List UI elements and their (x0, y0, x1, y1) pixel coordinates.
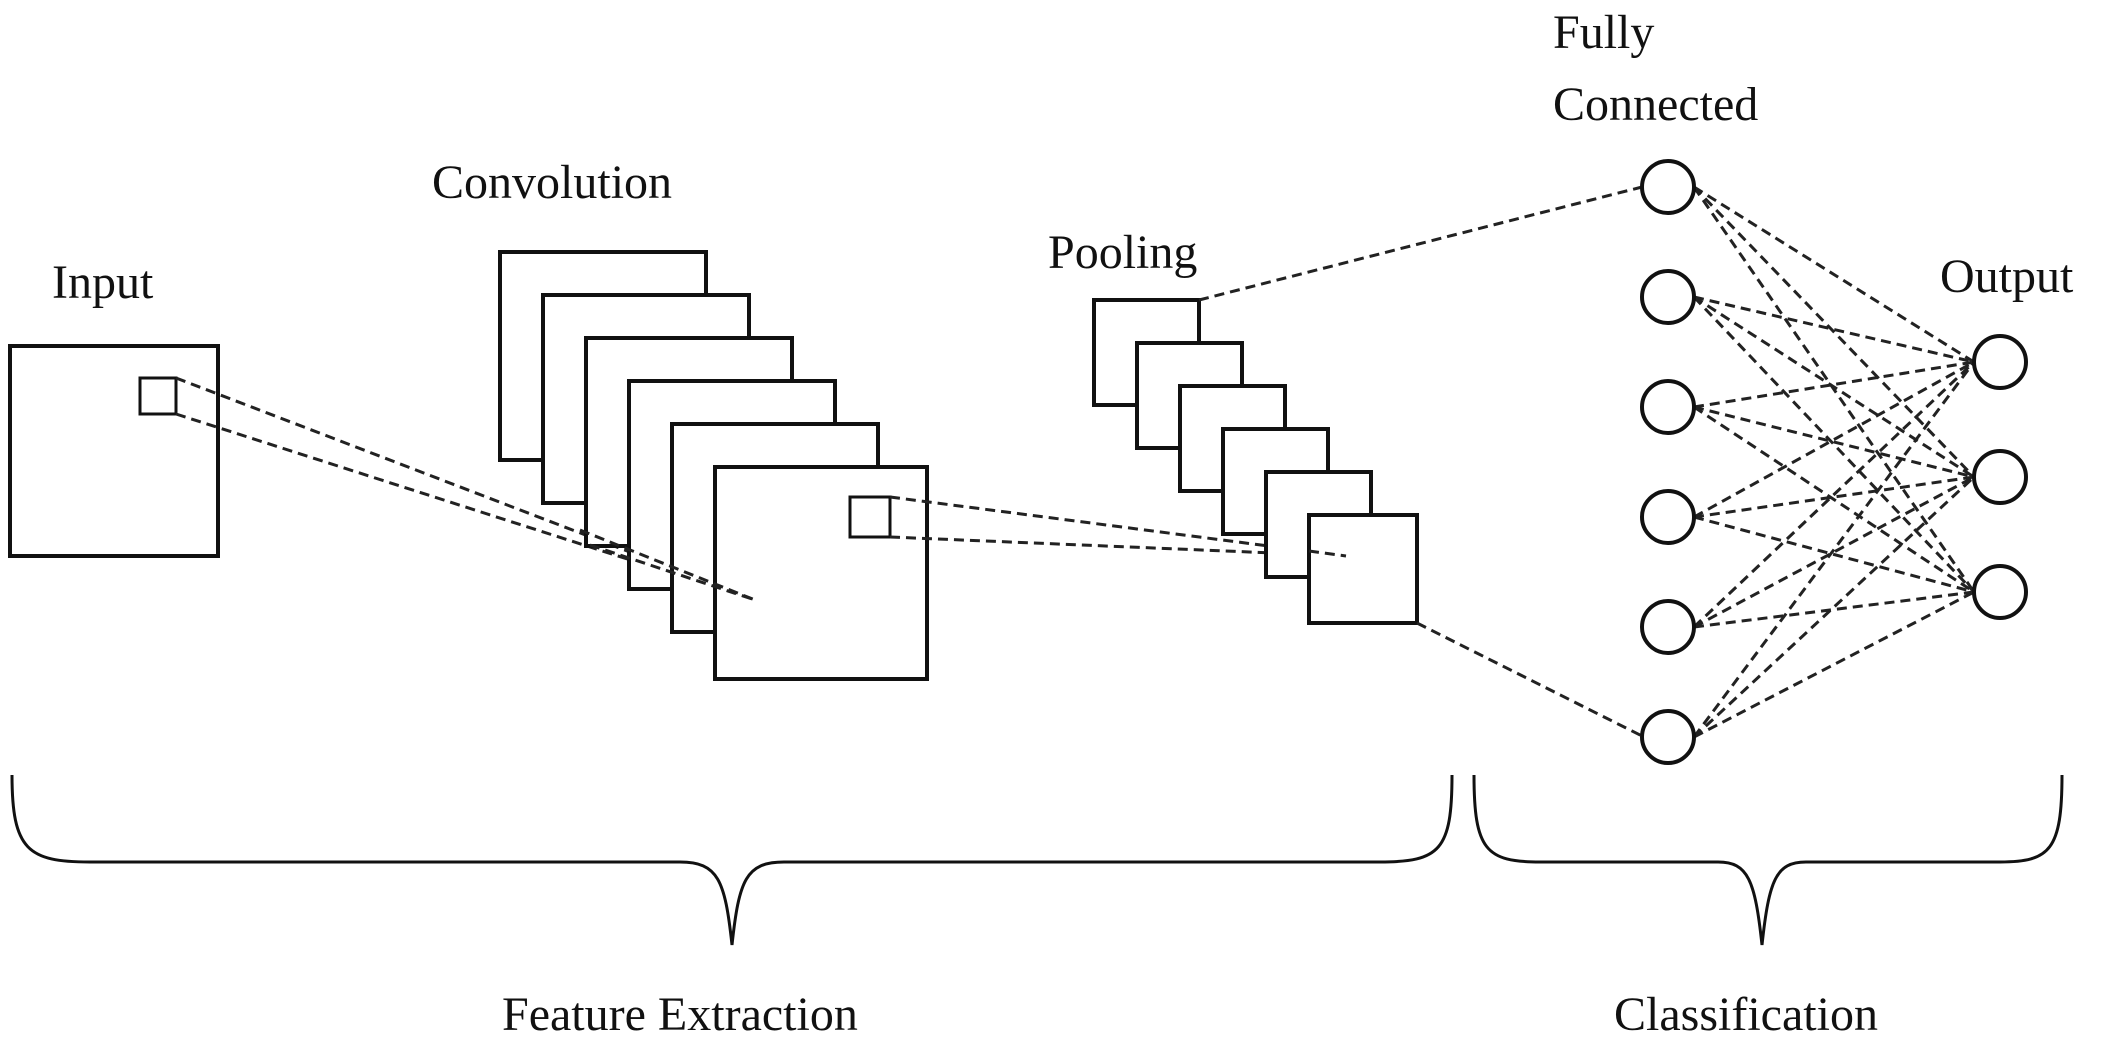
pooling-connectors-overlay (1308, 549, 1347, 558)
edge-fc6-out1 (1692, 361, 1976, 738)
fully-connected-label-line1: Fully (1553, 6, 1654, 59)
convolution-label: Convolution (432, 156, 672, 209)
classification-label: Classification (1614, 988, 1878, 1041)
edge-fc4-out3 (1693, 515, 1975, 594)
fully-connected-label-line2: Connected (1553, 78, 1758, 131)
input-frame (8, 344, 220, 558)
pooling-to-fully-connected-connectors (1198, 185, 1643, 738)
fully-connected-node-6 (1640, 709, 1696, 765)
convolution-map-6 (713, 465, 929, 681)
fully-connected-node-2 (1640, 269, 1696, 325)
edge-fc2-out2 (1693, 295, 1975, 479)
output-node-2 (1972, 449, 2028, 505)
edge-fc3-out3 (1693, 405, 1975, 594)
output-node-1 (1972, 334, 2028, 390)
convolution-receptive-field (848, 495, 892, 539)
convolution-connector-top (889, 495, 1347, 558)
pooling-label: Pooling (1048, 226, 1197, 279)
input-connector-bottom (175, 412, 756, 602)
input-image (8, 344, 220, 558)
feature-extraction-brace (10, 774, 1454, 946)
edge-fc1-out3 (1692, 186, 1976, 593)
fully-connected-node-4 (1640, 489, 1696, 545)
edge-fc5-out3 (1693, 590, 1975, 629)
classification-brace (1472, 774, 2064, 946)
convolution-feature-maps (498, 250, 929, 681)
edge-fc4-out2 (1693, 475, 1975, 519)
edge-fc4-out1 (1693, 360, 1975, 519)
edge-fc2-out1 (1693, 295, 1975, 364)
edge-fc5-out2 (1693, 475, 1975, 629)
edge-fc6-out2 (1692, 475, 1976, 739)
fully-connected-node-3 (1640, 379, 1696, 435)
output-label: Output (1940, 250, 2074, 303)
edge-fc3-out2 (1693, 405, 1975, 479)
pooling-to-fc-bottom (1416, 621, 1643, 738)
edge-fc5-out1 (1692, 360, 1976, 629)
output-node-3 (1972, 564, 2028, 620)
fully-connected-layer (1640, 159, 1696, 765)
fully-connected-to-output-edges (1692, 185, 1976, 739)
convolution-to-pooling-connectors (889, 495, 1347, 558)
input-label: Input (52, 256, 154, 309)
edge-fc1-out2 (1692, 185, 1976, 479)
pooling-map-6 (1307, 513, 1419, 625)
fully-connected-node-1 (1640, 159, 1696, 215)
input-receptive-field (138, 376, 178, 416)
fully-connected-node-5 (1640, 599, 1696, 655)
feature-extraction-label: Feature Extraction (502, 988, 858, 1041)
input-connectors-overlay (579, 528, 756, 602)
pooling-to-fc-top (1198, 185, 1643, 302)
output-layer (1972, 334, 2028, 620)
edge-fc6-out3 (1693, 590, 1975, 739)
edge-fc1-out1 (1693, 185, 1975, 364)
edge-fc2-out3 (1692, 295, 1976, 594)
pooling-feature-maps (1092, 298, 1419, 625)
convolution-connector-bottom (889, 535, 1347, 558)
